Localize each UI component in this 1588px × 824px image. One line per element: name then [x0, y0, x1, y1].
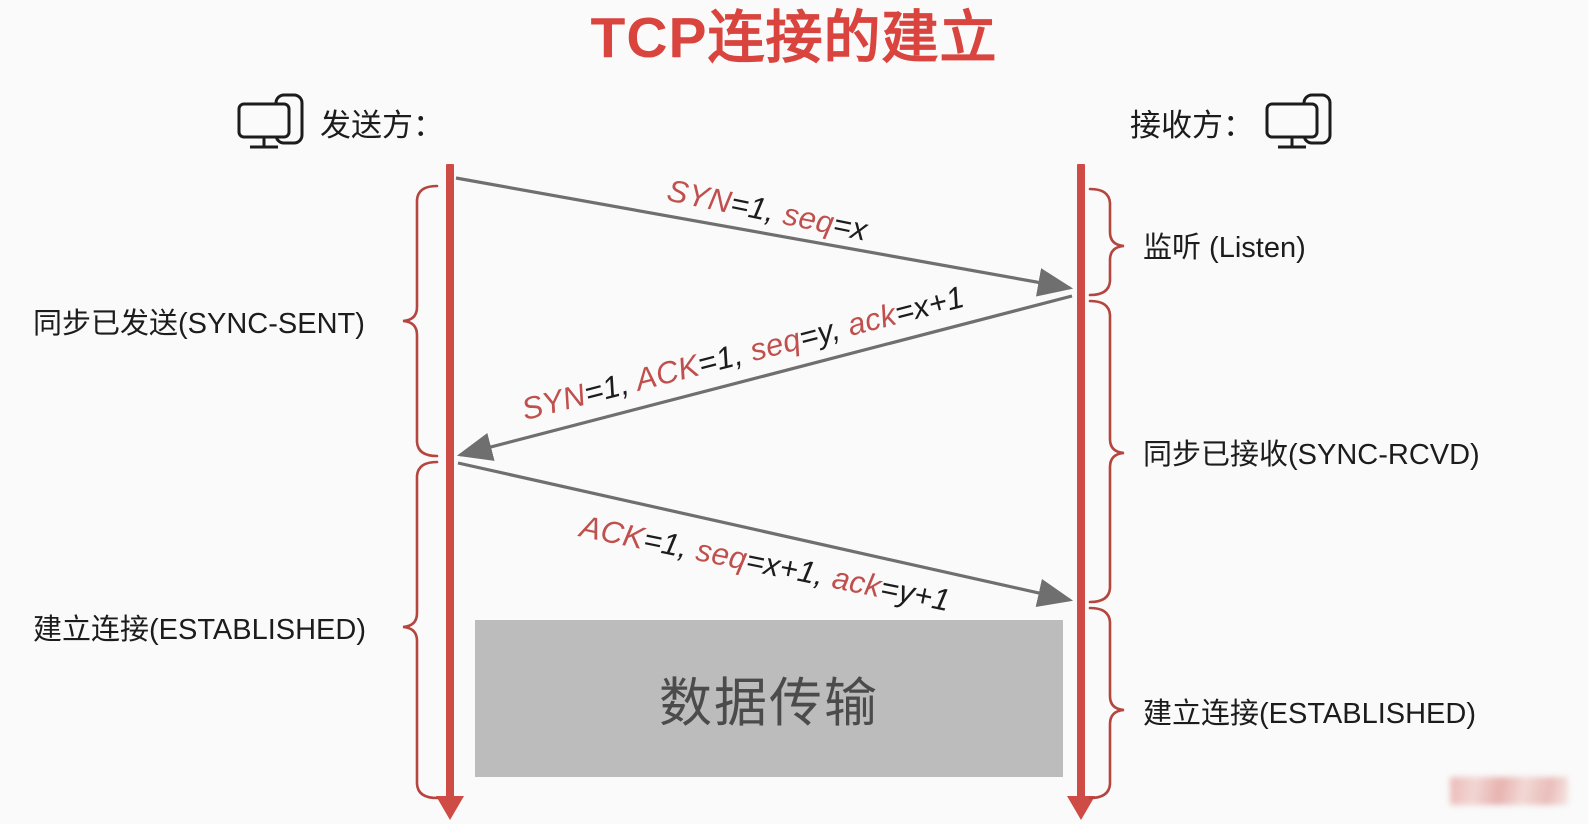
sender-brace-established — [402, 460, 439, 800]
receiver-brace-sync-rcvd — [1088, 299, 1125, 604]
receiver-lifeline — [1077, 164, 1085, 800]
sender-lifeline — [446, 164, 454, 800]
state-label-sync-sent: 同步已发送(SYNC-SENT) — [33, 308, 365, 340]
message-label-1: SYN=1, seq=x — [664, 172, 871, 248]
monitor-icon — [1264, 93, 1338, 151]
monitor-icon — [236, 93, 310, 151]
data-transfer-box: 数据传输 — [475, 620, 1063, 777]
sender-endpoint: 发送方： — [236, 93, 444, 151]
page-title: TCP连接的建立 — [590, 6, 998, 70]
state-label-established-receiver: 建立连接(ESTABLISHED) — [1143, 698, 1477, 730]
sender-lifeline-arrowhead — [436, 796, 464, 820]
state-label-sync-rcvd: 同步已接收(SYNC-RCVD) — [1143, 439, 1480, 471]
receiver-lifeline-arrowhead — [1067, 796, 1095, 820]
message-arrow-2 — [456, 294, 1073, 461]
state-label-listen: 监听 (Listen) — [1143, 232, 1306, 264]
watermark — [1450, 777, 1568, 805]
sender-label: 发送方： — [320, 107, 444, 143]
message-label-2: SYN=1, ACK=1, seq=y, ack=x+1 — [517, 279, 968, 428]
receiver-brace-established — [1088, 606, 1125, 800]
sender-brace-sync-sent — [402, 184, 439, 458]
message-label-3: ACK=1, seq=x+1, ack=y+1 — [577, 508, 954, 619]
data-transfer-label: 数据传输 — [659, 673, 879, 733]
receiver-endpoint: 接收方： — [1130, 93, 1338, 151]
state-label-established-sender: 建立连接(ESTABLISHED) — [33, 614, 367, 646]
receiver-brace-listen — [1088, 187, 1125, 297]
receiver-label: 接收方： — [1130, 107, 1254, 143]
